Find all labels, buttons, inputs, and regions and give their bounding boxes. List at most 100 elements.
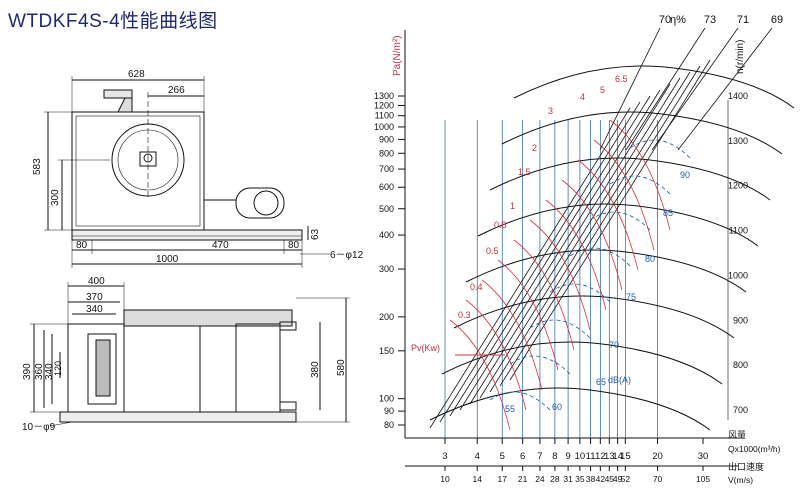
velocity-tick-label: 49 — [613, 474, 623, 484]
noise-value-label: 85 — [663, 208, 673, 218]
efficiency-label: η% — [670, 14, 686, 26]
power-value-label: 1.5 — [518, 167, 531, 177]
noise-curve — [529, 319, 591, 339]
power-curve — [497, 259, 559, 371]
power-curve — [465, 299, 527, 411]
dim-470: 470 — [212, 240, 229, 251]
power-value-label: 0.4 — [470, 282, 483, 292]
dim-583: 583 — [32, 158, 43, 175]
efficiency-line — [651, 27, 739, 151]
noise-curve — [589, 211, 651, 231]
power-curve — [561, 179, 623, 291]
flow-tick-label: 13 — [604, 451, 615, 462]
power-curve — [529, 219, 591, 331]
pressure-tick-label: 150 — [379, 346, 394, 356]
dim-340: 340 — [86, 304, 103, 315]
speed-tick-label: 900 — [733, 315, 748, 325]
velocity-label: V(m/s) — [728, 475, 753, 485]
dim-80-left: 80 — [76, 240, 88, 251]
dim-1000: 1000 — [156, 254, 179, 265]
pq-curve — [465, 249, 747, 293]
pressure-tick-label: 80 — [384, 420, 394, 430]
speed-tick-label: 1200 — [728, 181, 748, 191]
efficiency-line — [677, 27, 773, 151]
power-value-label: 0.3 — [458, 310, 471, 320]
pressure-tick-label: 200 — [379, 312, 394, 322]
velocity-tick-label: 38 — [586, 474, 596, 484]
noise-value-label: 60 — [552, 402, 562, 412]
dim-holes-front: 6－φ12 — [330, 250, 364, 261]
speed-tick-label: 1300 — [728, 136, 748, 146]
dim-400: 400 — [88, 276, 105, 287]
speed-tick-label: 1400 — [728, 91, 748, 101]
speed-diagonal — [459, 89, 661, 411]
page-title: WTDKF4S-4性能曲线图 — [8, 11, 218, 32]
efficiency-line — [625, 27, 706, 151]
speed-tick-label: 1100 — [729, 226, 748, 236]
efficiency-tick-label: 70 — [659, 14, 671, 26]
velocity-tick-label: 35 — [575, 474, 585, 484]
pq-curve — [501, 111, 783, 155]
pressure-tick-label: 1000 — [374, 122, 394, 132]
speed-diagonal — [499, 65, 701, 387]
pressure-tick-label: 400 — [379, 230, 394, 240]
velocity-tick-label: 14 — [472, 474, 482, 484]
noise-value-label: 75 — [626, 292, 636, 302]
pressure-tick-label: 800 — [379, 148, 394, 158]
velocity-tick-label: 52 — [621, 474, 631, 484]
speed-tick-label: 700 — [733, 405, 748, 415]
pressure-tick-label: 600 — [379, 182, 394, 192]
noise-curve — [629, 139, 691, 159]
power-curve — [593, 139, 655, 251]
speed-diagonal — [479, 77, 681, 399]
noise-curve — [509, 355, 571, 375]
velocity-tick-label: 21 — [518, 474, 528, 484]
efficiency-tick-label: 73 — [704, 14, 716, 26]
dim-63: 63 — [310, 228, 321, 240]
noise-value-label: 80 — [645, 254, 655, 264]
velocity-tick-label: 45 — [605, 474, 615, 484]
pressure-tick-label: 1200 — [374, 100, 394, 110]
dim-80-right: 80 — [288, 240, 300, 251]
velocity-tick-label: 24 — [535, 474, 545, 484]
motor-front — [235, 187, 285, 219]
speed-diagonal — [489, 71, 691, 393]
power-value-label: 3 — [548, 106, 553, 116]
dim-300: 300 — [50, 189, 61, 206]
pressure-tick-label: 700 — [379, 164, 394, 174]
dim-380: 380 — [310, 361, 321, 378]
power-value-label: 1 — [510, 201, 515, 211]
flow-tick-label: 12 — [595, 451, 606, 462]
velocity-tick-label: 31 — [563, 474, 573, 484]
pq-curve — [429, 387, 711, 431]
speed-diagonal — [429, 107, 631, 429]
pressure-tick-label: 90 — [384, 406, 394, 416]
inlet-hood — [103, 89, 133, 99]
dim-390: 390 — [22, 363, 33, 380]
flow-tick-label: 9 — [565, 451, 570, 462]
flow-tick-label: 15 — [620, 451, 631, 462]
pressure-tick-label: 100 — [379, 394, 394, 404]
power-curve — [481, 279, 543, 391]
flow-tick-label: 30 — [698, 451, 709, 462]
pq-curve — [489, 157, 771, 201]
flow-tick-label: 6 — [520, 451, 525, 462]
noise-curve — [609, 175, 671, 195]
dim-holes-side: 10－φ9 — [22, 422, 56, 433]
power-value-label: 4 — [580, 92, 585, 102]
flow-tick-label: 14 — [612, 451, 623, 462]
speed-tick-label: 800 — [733, 360, 748, 370]
power-label: Pv(Kw) — [411, 343, 440, 353]
pressure-tick-label: 1300 — [374, 91, 394, 101]
noise-curve — [549, 283, 611, 303]
noise-value-label: dB(A) — [608, 375, 631, 385]
speed-diagonal — [439, 101, 641, 423]
pressure-tick-label: 500 — [379, 204, 394, 214]
efficiency-line — [599, 27, 661, 151]
dim-340-v: 340 — [44, 363, 55, 380]
speed-tick-label: 1000 — [728, 270, 748, 280]
velocity-tick-label: 28 — [550, 474, 560, 484]
noise-value-label: 65 — [596, 377, 606, 387]
